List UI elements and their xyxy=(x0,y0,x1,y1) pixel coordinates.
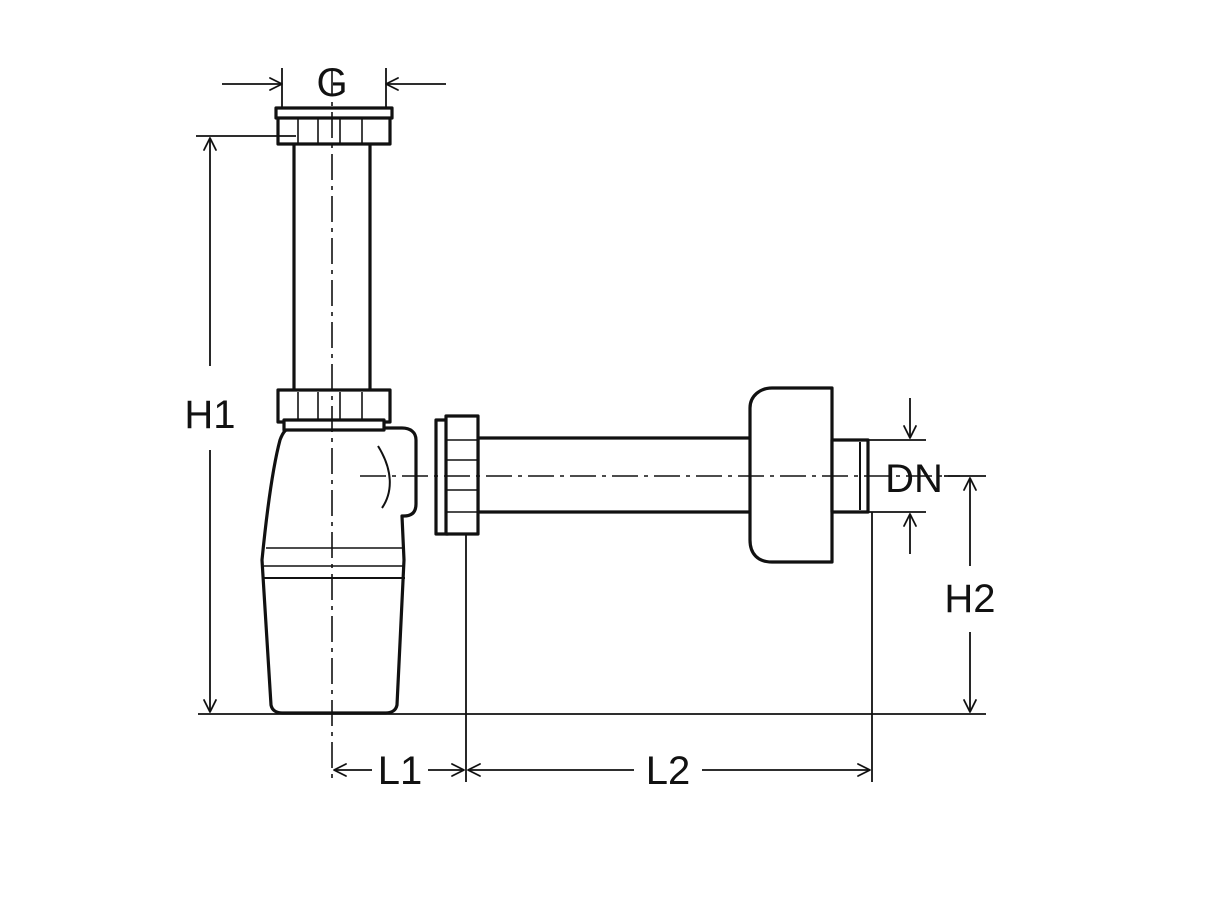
vertical-tailpiece xyxy=(292,138,372,398)
label-h2: H2 xyxy=(944,577,995,621)
reference-lines xyxy=(196,135,986,782)
wall-rosette xyxy=(748,386,834,564)
label-l1: L1 xyxy=(378,749,423,793)
outlet-pipe xyxy=(476,436,760,514)
dimension-g: G xyxy=(222,61,446,108)
dimension-h2: H2 xyxy=(944,477,996,713)
outlet-union-nut xyxy=(434,414,480,536)
tailpiece-union-nut xyxy=(276,388,392,432)
center-lines xyxy=(331,70,960,780)
top-connector-nut xyxy=(274,106,394,146)
dimension-l2: L2 xyxy=(467,749,871,793)
label-dn: DN xyxy=(885,457,943,501)
dimension-l1: L1 xyxy=(333,749,465,793)
dimension-dn: DN xyxy=(885,398,943,554)
trap-bottle-body xyxy=(260,426,418,715)
label-h1: H1 xyxy=(184,393,235,437)
label-l2: L2 xyxy=(646,749,691,793)
label-g: G xyxy=(316,61,347,105)
dimension-h1: H1 xyxy=(184,137,236,713)
